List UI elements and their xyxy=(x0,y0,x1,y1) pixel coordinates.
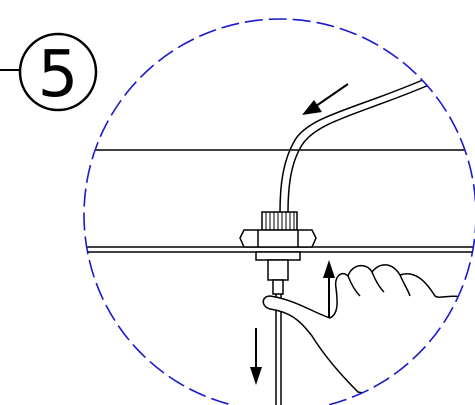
hand-icon xyxy=(262,264,471,405)
detail-circle-outline xyxy=(83,18,475,405)
sensor-wire-down xyxy=(275,294,282,405)
step-number: 5 xyxy=(38,38,79,112)
sensor-cable xyxy=(279,75,437,213)
step-callout: 5 xyxy=(18,32,98,112)
pull-down-arrow-icon xyxy=(250,328,262,385)
detail-view-content xyxy=(84,75,475,405)
insert-direction-arrow-icon xyxy=(302,83,349,115)
step-number-circle-icon xyxy=(18,32,98,112)
sensor-fitting-icon xyxy=(239,211,317,295)
push-up-arrow-icon xyxy=(323,260,335,318)
